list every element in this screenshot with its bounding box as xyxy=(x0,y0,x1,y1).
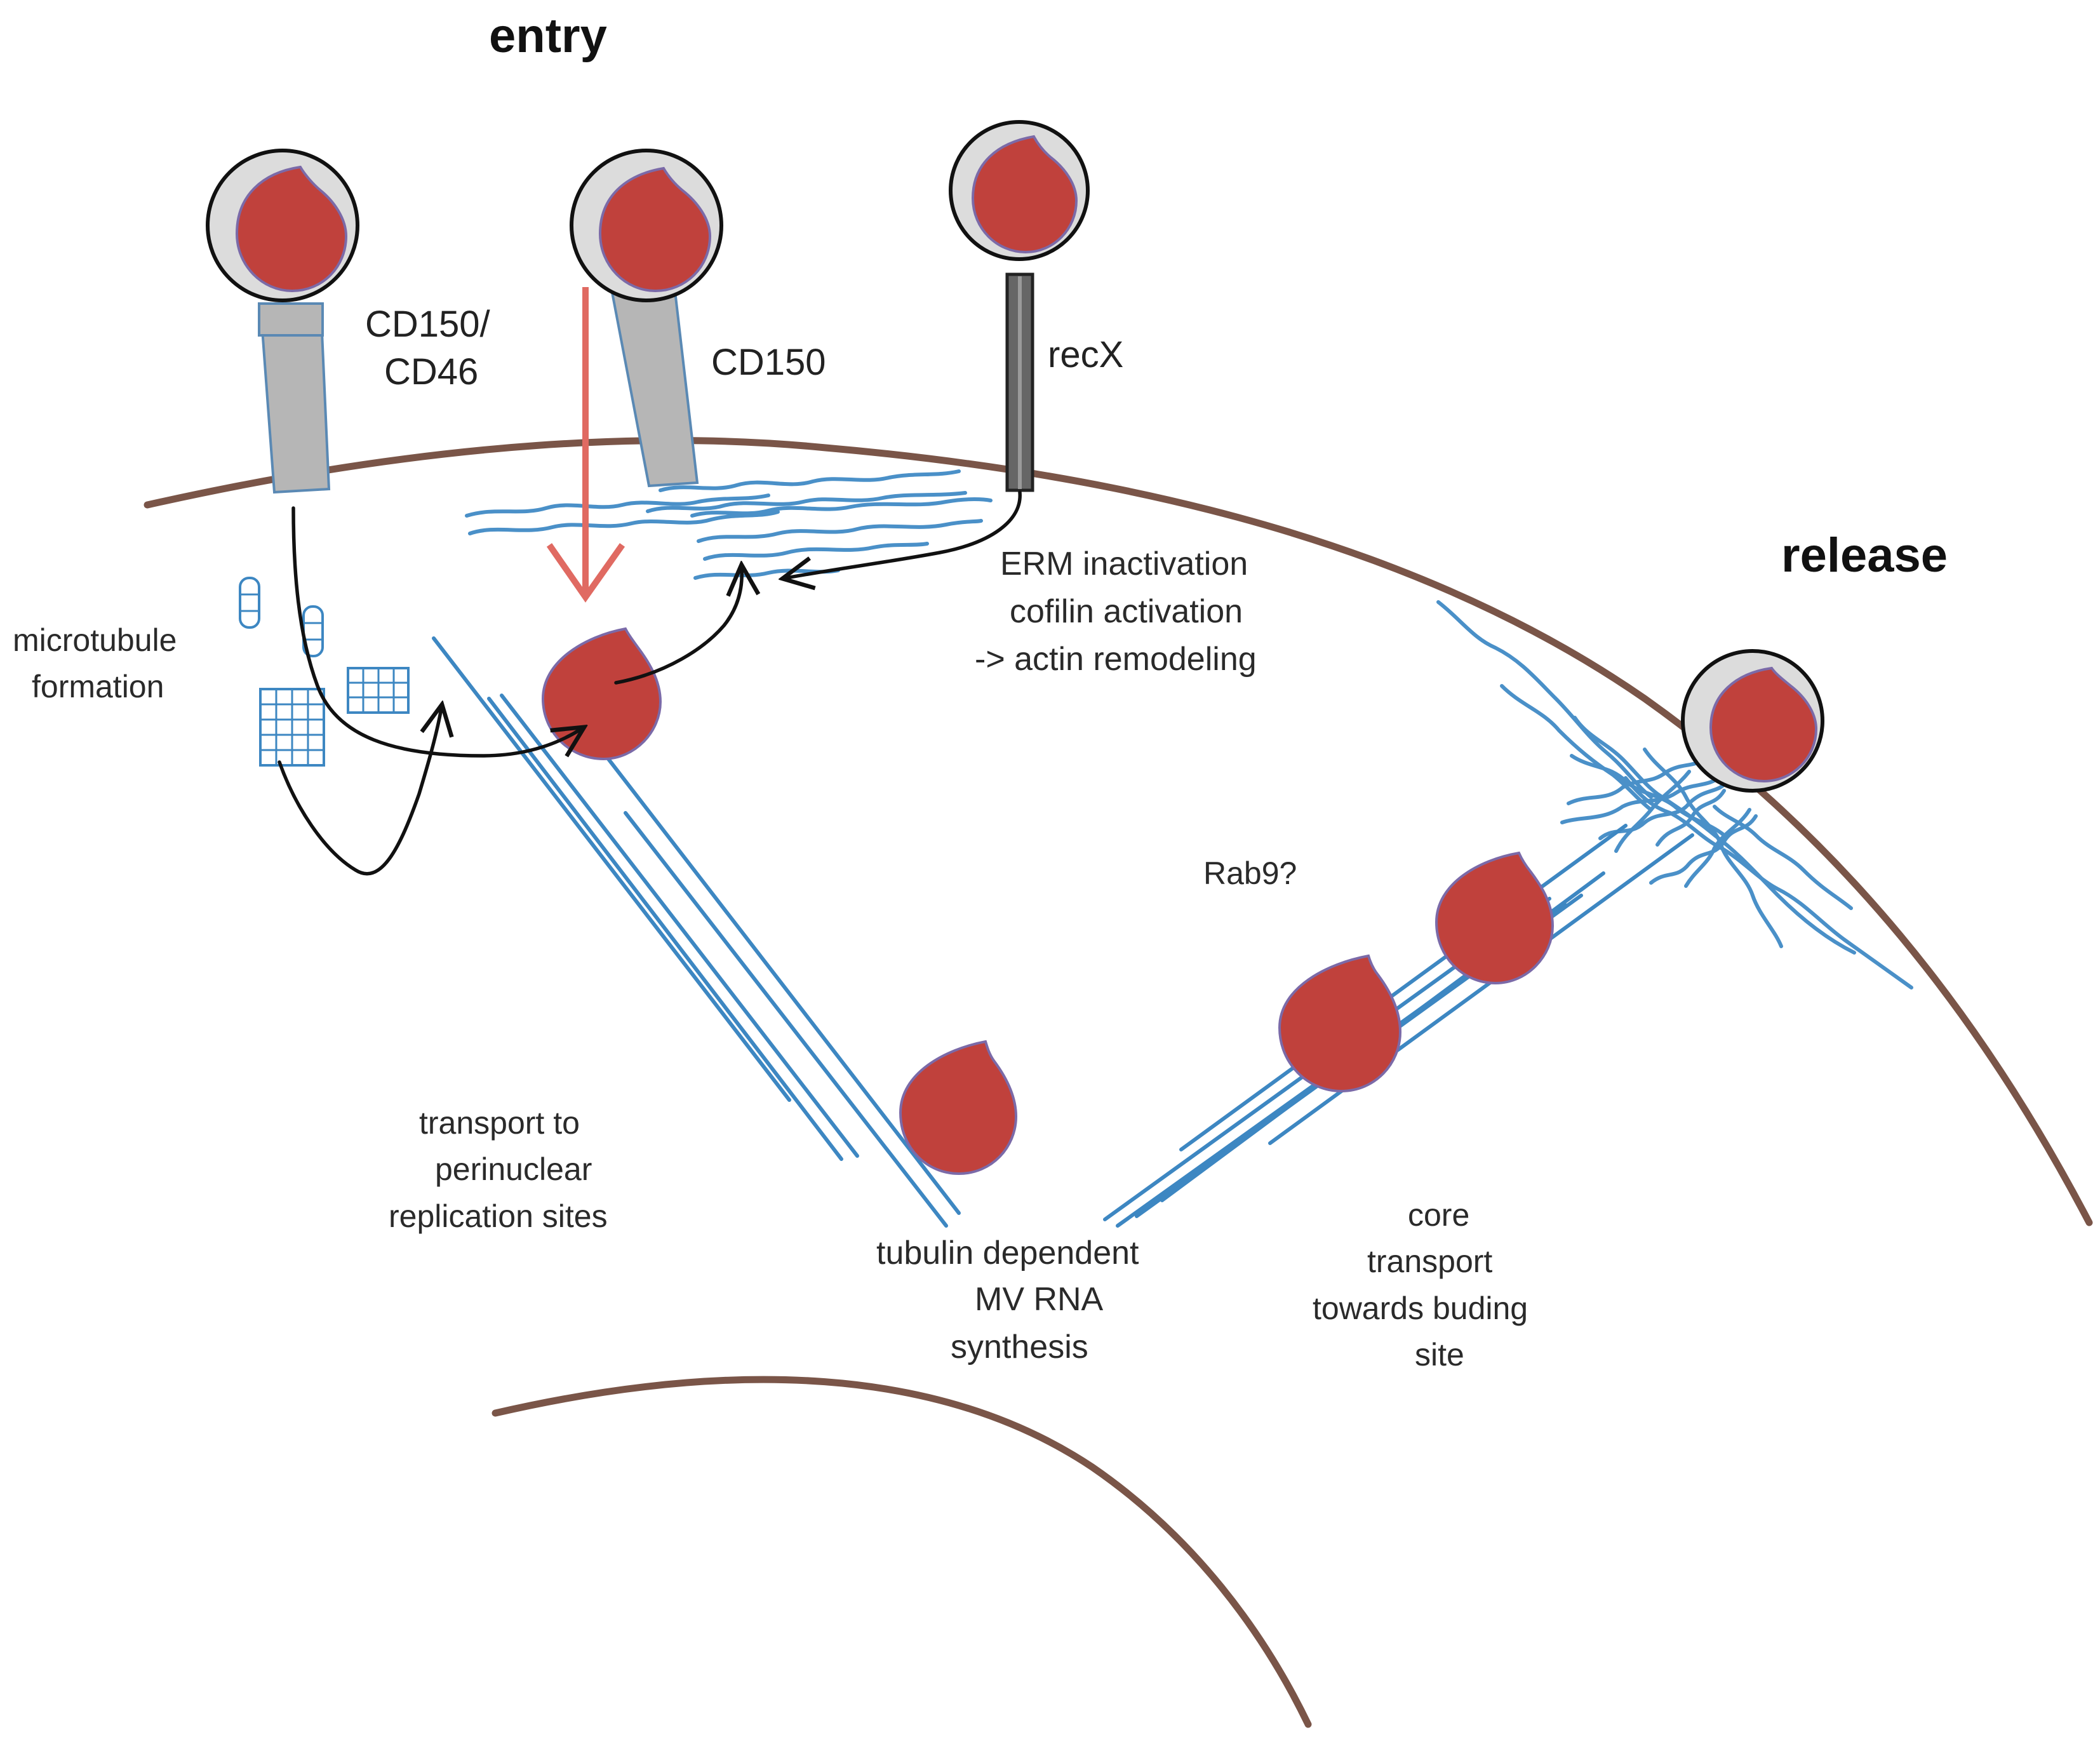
tubulin-synthesis-label: MV RNA xyxy=(975,1281,1104,1318)
cortical-actin-entry xyxy=(465,469,993,580)
microtubule-bundle-left xyxy=(432,636,961,1228)
microtubule-formation-label: formation xyxy=(32,669,164,704)
virion-2 xyxy=(570,149,723,302)
receptor-cd150-cd46 xyxy=(258,302,331,494)
release-title: release xyxy=(1781,528,1948,582)
nucleocapsid-transport xyxy=(899,1040,1018,1176)
receptor-recx xyxy=(1005,272,1034,492)
tubulin-synthesis-label: tubulin dependent xyxy=(876,1235,1139,1271)
tubulin-dimer-icon xyxy=(239,577,260,629)
receptor-cd150-cd46-label: CD150/ xyxy=(365,304,491,345)
microtubule-formation-arrow xyxy=(278,708,441,876)
microtubule-lattice-icon xyxy=(347,667,410,714)
erm-annotation: cofilin activation xyxy=(1010,593,1243,630)
erm-annotation: ERM inactivation xyxy=(1000,546,1248,582)
entry-title: entry xyxy=(489,9,607,63)
nucleocapsid-rab9-upper xyxy=(1435,851,1555,985)
receptor-cd150-cd46-label: CD46 xyxy=(384,351,478,392)
transport-label: transport to xyxy=(419,1105,580,1141)
receptor-cd150-label: CD150 xyxy=(711,342,826,383)
plasma-membrane xyxy=(144,437,2093,1226)
transport-label: perinuclear xyxy=(435,1151,592,1187)
actin-budding-site xyxy=(1436,600,1913,989)
virion-1 xyxy=(206,149,359,302)
receptor-recx-label: recX xyxy=(1048,334,1123,375)
erm-annotation: -> actin remodeling xyxy=(975,641,1257,678)
recx-signaling-arrow xyxy=(786,490,1022,578)
cd46-internalization-arrow xyxy=(291,506,581,758)
receptor-cd150 xyxy=(609,285,699,488)
tubulin-synthesis-label: synthesis xyxy=(951,1329,1088,1365)
microtubule-lattice-icon xyxy=(259,688,325,767)
rab9-label: Rab9? xyxy=(1203,855,1297,891)
core-transport-label: towards buding xyxy=(1313,1291,1528,1326)
core-transport-label: transport xyxy=(1367,1244,1492,1279)
transport-label: replication sites xyxy=(389,1198,608,1234)
nuclear-membrane xyxy=(492,1376,1312,1728)
actin-remodeling-arrow xyxy=(614,568,742,685)
tubulin-dimer-icon xyxy=(302,605,324,657)
entry-arrow-head xyxy=(546,543,625,603)
microtubule-formation-label: microtubule xyxy=(13,622,177,658)
core-transport-label: site xyxy=(1415,1337,1464,1372)
virion-3 xyxy=(949,120,1090,261)
nucleocapsid-rab9-lower xyxy=(1278,954,1402,1093)
core-transport-label: core xyxy=(1408,1197,1469,1233)
virion-budding xyxy=(1681,649,1824,793)
